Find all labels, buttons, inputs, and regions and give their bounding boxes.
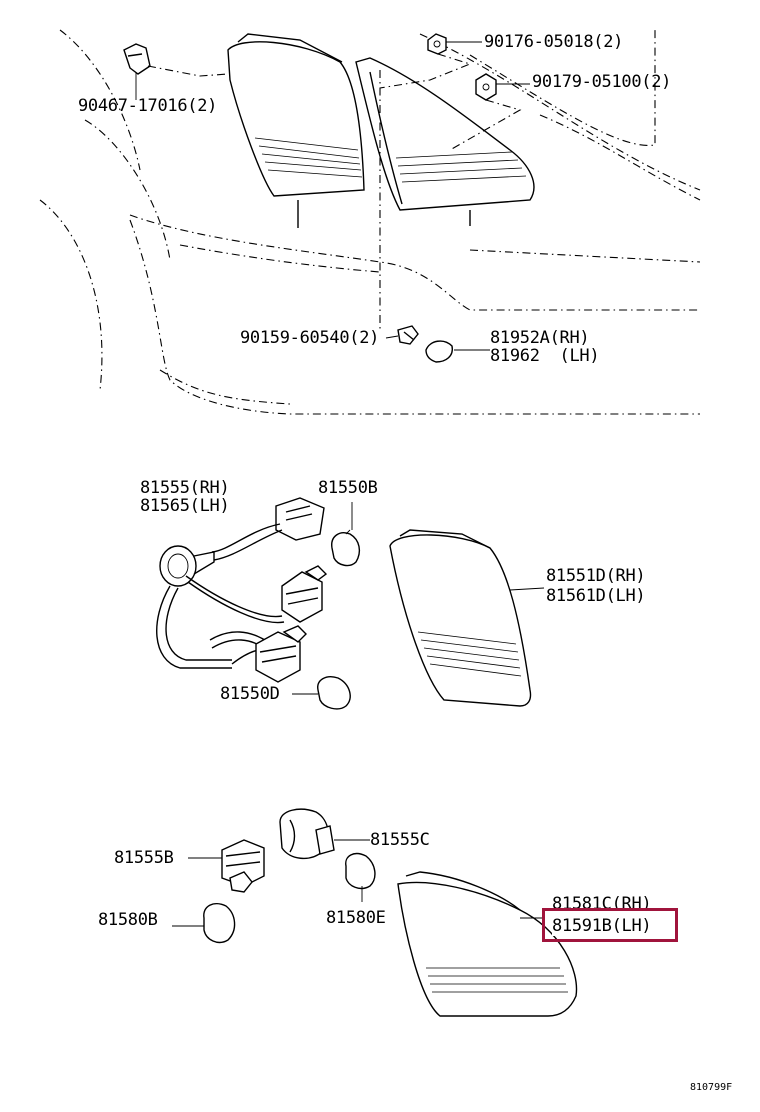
label-81550b: 81550B — [318, 478, 378, 498]
label-81952a: 81952A(RH) — [490, 328, 590, 348]
socket-wire-harness — [156, 497, 328, 683]
label-81551d: 81551D(RH) — [546, 566, 646, 586]
label-81565: 81565(LH) — [140, 496, 230, 516]
upper-outer-lamp — [227, 33, 365, 228]
label-81555b: 81555B — [114, 848, 174, 868]
clip-part — [123, 43, 229, 100]
label-81591b: 81591B(LH) — [552, 916, 652, 936]
label-90179: 90179-05100(2) — [532, 72, 672, 92]
highlight-box — [542, 908, 678, 942]
outer-lamp-81551d — [389, 529, 545, 707]
label-81561d: 81561D(LH) — [546, 586, 646, 606]
socket-81555b-shape — [188, 839, 265, 893]
lamp-cap — [425, 340, 490, 363]
inner-lamp-81591b — [397, 871, 578, 1017]
nut-90176 — [379, 33, 482, 89]
bulb-81550d-shape — [292, 676, 351, 710]
socket-81555c-shape — [279, 808, 370, 859]
bulb-81580e-shape — [345, 852, 376, 902]
label-81550d: 81550D — [220, 684, 280, 704]
label-81555c: 81555C — [370, 830, 430, 850]
diagram-code: 810799F — [690, 1082, 733, 1093]
bulb-81580b-shape — [172, 902, 236, 944]
label-81962: 81962 (LH) — [490, 346, 600, 366]
upper-inner-lamp — [355, 57, 535, 226]
car-body-outline — [39, 29, 701, 415]
screw-part — [379, 70, 419, 345]
label-81555: 81555(RH) — [140, 478, 230, 498]
label-81580b: 81580B — [98, 910, 158, 930]
label-90467: 90467-17016(2) — [78, 96, 218, 116]
nut-90179 — [449, 73, 530, 151]
label-90159: 90159-60540(2) — [240, 328, 380, 348]
label-90176: 90176-05018(2) — [484, 32, 624, 52]
bulb-81550b-shape — [331, 502, 361, 567]
label-81580e: 81580E — [326, 908, 386, 928]
